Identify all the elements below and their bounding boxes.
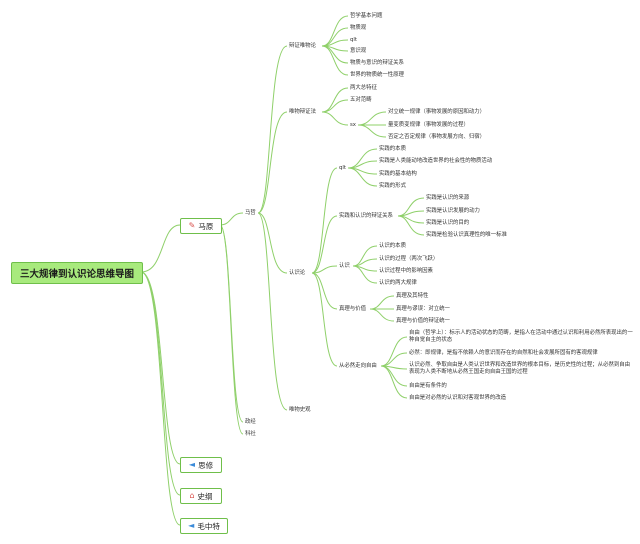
node-biran-ziyou[interactable]: 从必然走向自由 <box>339 363 377 369</box>
list-item[interactable]: 认识过程中的影响因素 <box>379 268 433 274</box>
home-icon: ⌂ <box>189 491 195 500</box>
send-icon: ◄ <box>188 521 195 530</box>
node-shigang-label: 史纲 <box>197 491 213 501</box>
root-node[interactable]: 三大规律到认识论思维导图 <box>11 262 143 284</box>
list-item[interactable]: 物质与意识的辩证关系 <box>350 60 404 66</box>
list-item[interactable]: 真理与价值的辩证统一 <box>396 318 450 324</box>
node-shijian-renshi[interactable]: 实践和认识的辩证关系 <box>339 213 393 219</box>
node-renshilun[interactable]: 认识论 <box>289 270 306 276</box>
node-qlt[interactable]: qlt <box>339 165 347 171</box>
node-zhengjing[interactable]: 政经 <box>245 419 256 425</box>
list-item[interactable]: 认识的本质 <box>379 243 406 249</box>
list-item[interactable]: 真理及其特性 <box>396 293 429 299</box>
list-item[interactable]: 真理与谬误：对立统一 <box>396 306 450 312</box>
list-item[interactable]: qlt <box>350 37 358 43</box>
list-item[interactable]: 自由是对必然的认识和对客观世界的改造 <box>409 395 507 401</box>
node-sixiu[interactable]: ◄ 思修 <box>180 457 222 473</box>
node-maozhongte-label: 毛中特 <box>197 521 220 531</box>
list-item[interactable]: 哲学基本问题 <box>350 13 383 19</box>
node-weiwu-shiguan[interactable]: 唯物史观 <box>289 407 311 413</box>
list-item[interactable]: 实践的基本结构 <box>379 171 417 177</box>
node-bianzheng-weiwulun[interactable]: 辩证唯物论 <box>289 43 316 49</box>
node-sixiu-label: 思修 <box>198 460 214 470</box>
list-item[interactable]: 对立统一规律（事物发展的原因和动力） <box>388 109 486 115</box>
list-item[interactable]: 五对范畴 <box>350 97 372 103</box>
list-item[interactable]: 两大总特征 <box>350 85 377 91</box>
node-zhenli-jiazhi[interactable]: 真理与价值 <box>339 306 366 312</box>
node-sx[interactable]: sx <box>350 122 356 128</box>
node-renshi[interactable]: 认识 <box>339 263 350 269</box>
node-keshe[interactable]: 科社 <box>245 431 256 437</box>
list-item[interactable]: 自由（哲学上）：标示人的活动状态的范畴，是指人在活动中通过认识和利用必然所表现出… <box>409 330 633 343</box>
list-item[interactable]: 实践的形式 <box>379 183 406 189</box>
node-weiwu-bianzhengfa[interactable]: 唯物辩证法 <box>289 109 316 115</box>
list-item[interactable]: 否定之否定规律（事物发展方向、归宿） <box>388 134 486 140</box>
list-item[interactable]: 必然：即规律，是指不依赖人的意识而存在的自然和社会发展所固有的客观规律 <box>409 350 598 356</box>
list-item[interactable]: 实践是认识发展的动力 <box>426 208 480 214</box>
send-icon: ◄ <box>188 460 196 469</box>
node-mayuan-label: 马原 <box>198 221 214 231</box>
list-item[interactable]: 认识必然、争取自由是人类认识世界和改造世界的根本目标，是历史性的过程；从必然到自… <box>409 362 631 375</box>
node-mazhe[interactable]: 马哲 <box>245 210 256 216</box>
list-item[interactable]: 量变质变规律（事物发展的过程） <box>388 122 469 128</box>
node-shigang[interactable]: ⌂ 史纲 <box>180 488 222 504</box>
pen-icon: ✎ <box>188 221 196 230</box>
list-item[interactable]: 认识的过程（两次飞跃） <box>379 256 439 262</box>
list-item[interactable]: 实践是认识的目的 <box>426 220 470 226</box>
list-item[interactable]: 认识的两大规律 <box>379 280 417 286</box>
list-item[interactable]: 实践是检验认识真理性的唯一标准 <box>426 232 507 238</box>
list-item[interactable]: 实践是人类能动地改造世界的社会性的物质活动 <box>379 158 493 164</box>
list-item[interactable]: 自由是有条件的 <box>409 383 447 389</box>
list-item[interactable]: 实践的本质 <box>379 146 406 152</box>
list-item[interactable]: 物质观 <box>350 25 367 31</box>
list-item[interactable]: 意识观 <box>350 48 367 54</box>
list-item[interactable]: 世界的物质统一性原理 <box>350 72 404 78</box>
node-mayuan[interactable]: ✎ 马原 <box>180 218 222 234</box>
list-item[interactable]: 实践是认识的来源 <box>426 195 470 201</box>
node-maozhongte[interactable]: ◄ 毛中特 <box>180 518 228 534</box>
